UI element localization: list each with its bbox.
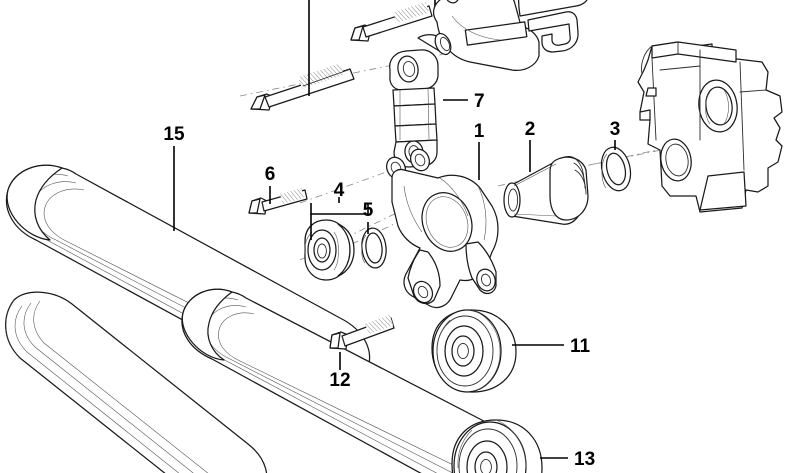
part-tensioner-bracket-arm	[386, 148, 499, 309]
callout-3: 3	[610, 119, 621, 140]
callout-15: 15	[163, 124, 185, 145]
part-ribbed-v-belt	[5, 164, 535, 473]
callout-2: 2	[525, 119, 536, 140]
timing-case-cover	[637, 41, 783, 213]
part-deflection-pulley-upper	[431, 309, 517, 393]
callout-11: 11	[570, 336, 591, 357]
callout-5: 5	[363, 200, 374, 221]
tensioner-fork-lever	[417, 0, 588, 72]
callout-4: 4	[334, 180, 345, 201]
callout-1: 1	[474, 121, 485, 142]
part-hex-flange-bolt-short	[248, 188, 308, 215]
part-o-ring-seal	[600, 146, 632, 192]
part-threaded-bushing-sleeve	[503, 156, 589, 225]
callout-12: 12	[329, 370, 350, 391]
part-hydraulic-belt-tensioner	[389, 49, 439, 168]
callout-7: 7	[474, 91, 485, 112]
part-deflection-pulley-lower	[451, 419, 543, 473]
callout-13: 13	[574, 449, 595, 470]
part-hex-flange-bolt-long	[329, 314, 395, 350]
callout-leader-lines	[173, 99, 616, 459]
callout-6: 6	[265, 164, 276, 185]
part-idler-pulley-small	[304, 219, 355, 281]
part-thrust-washer	[361, 227, 387, 269]
callout-numbers: 15 6 4 5 1 2 3 7 11 12 13	[163, 91, 620, 470]
long-through-bolt-b	[350, 1, 433, 42]
